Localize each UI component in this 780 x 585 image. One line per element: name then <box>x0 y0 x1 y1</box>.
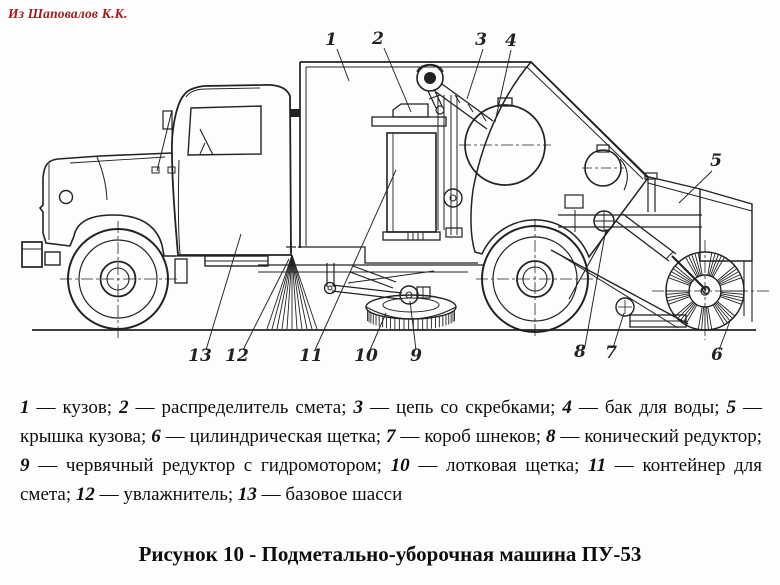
truck-cab <box>151 83 300 256</box>
legend-item-num: 8 <box>545 426 556 447</box>
legend-item-num: 13 <box>237 484 257 505</box>
callout-8: 8 <box>573 342 586 362</box>
legend: 1 — кузов; 2 — распределитель смета; 3 —… <box>20 393 762 509</box>
bevel-gearbox <box>593 210 615 232</box>
legend-item-label: — базовое шасси <box>256 484 403 505</box>
front-wheel <box>60 221 178 338</box>
rear-frame <box>644 175 753 322</box>
callout-6: 6 <box>711 345 723 365</box>
legend-item-label: — конический редуктор; <box>555 426 762 447</box>
callout-leaders <box>205 47 731 351</box>
cab-window <box>187 105 262 156</box>
legend-item-label: — короб шнеков; <box>395 426 546 447</box>
legend-item-num: 10 <box>390 455 410 476</box>
rear-wheel <box>476 219 598 339</box>
legend-item-num: 11 <box>588 455 607 476</box>
water-tank <box>459 97 551 186</box>
legend-item-num: 6 <box>151 426 161 447</box>
body-box <box>298 61 649 264</box>
legend-item-num: 2 <box>119 397 129 418</box>
reservoir-sphere <box>582 144 628 191</box>
callout-4: 4 <box>505 31 517 51</box>
auger-box <box>550 249 689 329</box>
rear-machinery <box>558 144 702 300</box>
legend-item-label: — цепь со скребками; <box>362 397 563 418</box>
callout-2: 2 <box>371 29 384 49</box>
legend-item-label: — распределитель смета; <box>128 397 354 418</box>
legend-item-num: 3 <box>353 397 363 418</box>
attribution-note: Из Шаповалов К.К. <box>8 6 128 21</box>
callout-13: 13 <box>188 346 212 366</box>
legend-item-num: 5 <box>726 397 737 418</box>
front-fender <box>69 214 176 257</box>
brush-hydraulic-cylinder <box>615 213 677 262</box>
legend-item-label: — бак для воды; <box>571 397 727 418</box>
legend-item-label: — крышка кузова; <box>20 397 762 447</box>
legend-item-num: 1 <box>20 397 30 418</box>
callout-9: 9 <box>410 346 422 366</box>
callout-12: 12 <box>225 346 249 366</box>
callout-1: 1 <box>325 30 337 50</box>
callout-10: 10 <box>354 346 378 366</box>
chassis-frame <box>174 255 483 284</box>
legend-item-label: — увлажнитель; <box>94 484 238 505</box>
sweep-spreader <box>371 103 447 127</box>
waste-container <box>382 132 441 241</box>
legend-item-label: — контейнер для смета; <box>20 455 762 505</box>
callout-11: 11 <box>299 346 323 366</box>
front-bumper <box>21 241 43 268</box>
headlight <box>58 189 74 205</box>
sprinkler <box>266 242 318 330</box>
legend-item-num: 4 <box>562 397 572 418</box>
disc-brush <box>365 294 457 330</box>
callout-5: 5 <box>710 151 722 171</box>
callout-3: 3 <box>475 30 487 50</box>
legend-item-num: 12 <box>75 484 95 505</box>
machine-diagram: 1 2 3 4 5 6 7 8 9 10 11 12 13 <box>21 29 770 366</box>
cylindrical-brush <box>652 240 770 340</box>
hood-front-end <box>21 152 176 268</box>
body-cover <box>470 60 649 259</box>
legend-item-label: — цилиндрическая щетка; <box>160 426 386 447</box>
legend-item-label: — кузов; <box>29 397 120 418</box>
legend-item-num: 7 <box>385 426 396 447</box>
callout-numbers: 1 2 3 4 5 6 7 8 9 10 11 12 13 <box>188 29 723 366</box>
side-mirror <box>151 109 176 174</box>
figure-caption: Рисунок 10 - Подметально-уборочная машин… <box>138 542 642 566</box>
scraper-chain-elevator <box>416 63 494 238</box>
legend-item-label: — лотковая щетка; <box>409 455 589 476</box>
legend-item-num: 9 <box>20 455 30 476</box>
callout-7: 7 <box>605 343 617 363</box>
legend-item-label: — червячный редуктор с гидромотором; <box>29 455 391 476</box>
